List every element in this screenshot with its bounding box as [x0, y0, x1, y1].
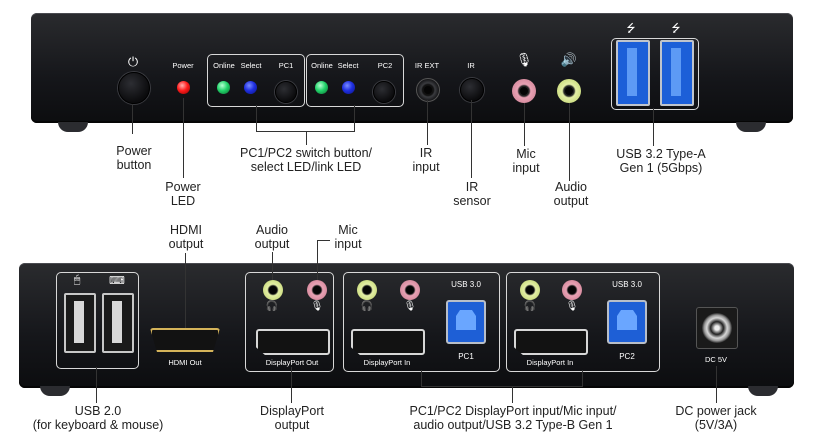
pc1-usb30-label: USB 3.0	[451, 280, 481, 289]
usb32-group	[611, 38, 699, 110]
pc1-label: PC1	[278, 61, 294, 70]
pc1-dp-in-label: DisplayPort In	[363, 358, 411, 367]
power-icon: ⏻	[127, 54, 139, 69]
back-mic-jack[interactable]	[307, 280, 327, 300]
pc1-switch-button[interactable]	[275, 81, 297, 103]
pc2-dp-in-port[interactable]	[514, 329, 588, 355]
dp-out-port[interactable]	[256, 329, 330, 355]
pc2-switch-button[interactable]	[373, 81, 395, 103]
pc2-select-led	[342, 81, 355, 94]
dc-power-jack[interactable]	[696, 307, 738, 349]
dc5v-label: DC 5V	[704, 355, 728, 364]
output-group	[245, 272, 334, 372]
callout-usb20: USB 2.0(for keyboard & mouse)	[32, 404, 164, 432]
front-mic-jack[interactable]	[512, 79, 536, 103]
pc2-back-label: PC2	[619, 352, 635, 361]
pc1-online-label: Online	[213, 61, 235, 70]
back-foot-left	[40, 386, 70, 396]
dp-out-label: DisplayPort Out	[265, 358, 319, 367]
headphone-icon: 🎧	[265, 301, 279, 312]
mic-icon: 🎙	[515, 52, 533, 67]
power-button[interactable]	[118, 72, 150, 104]
power-led-label: Power	[172, 61, 194, 70]
mic-icon: 🎙	[310, 301, 324, 312]
pc1-back-label: PC1	[458, 352, 474, 361]
front-audio-jack[interactable]	[557, 79, 581, 103]
hdmi-out-label: HDMI Out	[168, 358, 202, 367]
speaker-icon: 🔊	[560, 52, 578, 67]
pc2-usbb-port[interactable]	[607, 300, 647, 344]
pc2-mic-jack[interactable]	[562, 280, 582, 300]
pc2-online-label: Online	[311, 61, 333, 70]
pc1-mic-jack[interactable]	[400, 280, 420, 300]
pc1-select-label: Select	[240, 61, 262, 70]
callout-pc-inputs: PC1/PC2 DisplayPort input/Mic input/audi…	[409, 404, 617, 432]
pc2-audio-jack[interactable]	[520, 280, 540, 300]
mic-icon: 🎙	[403, 301, 417, 312]
front-foot-left	[58, 122, 88, 132]
ir-label: IR	[467, 61, 475, 70]
pc1-audio-jack[interactable]	[357, 280, 377, 300]
pc1-usbb-port[interactable]	[446, 300, 486, 344]
pc1-dp-in-port[interactable]	[351, 329, 425, 355]
hdmi-out-port[interactable]	[150, 328, 220, 352]
usb20-port-1[interactable]	[64, 293, 96, 353]
usb20-group	[56, 272, 139, 369]
ir-sensor	[460, 78, 484, 102]
callout-switch: PC1/PC2 switch button/select LED/link LE…	[239, 146, 373, 174]
ir-ext-jack[interactable]	[416, 78, 440, 102]
usb32-port-2[interactable]	[660, 40, 694, 106]
pc1-select-led	[244, 81, 257, 94]
pc1-online-led	[217, 81, 230, 94]
power-led	[177, 81, 190, 94]
headphone-icon: 🎧	[523, 301, 537, 312]
pc2-label: PC2	[377, 61, 393, 70]
usb-icon: ⭍	[671, 23, 681, 35]
usb32-port-1[interactable]	[616, 40, 650, 106]
pc2-input-group	[506, 272, 660, 372]
mouse-icon: 🖱	[73, 274, 81, 286]
mic-icon: 🎙	[565, 301, 579, 312]
headphone-icon: 🎧	[360, 301, 374, 312]
pc2-switch-group	[306, 54, 404, 107]
usb-icon: ⭍	[626, 23, 636, 35]
pc2-online-led	[315, 81, 328, 94]
ir-ext-label: IR EXT	[414, 61, 440, 70]
pc2-select-label: Select	[337, 61, 359, 70]
pc2-usb30-label: USB 3.0	[612, 280, 642, 289]
keyboard-icon: ⌨	[109, 275, 125, 287]
callout-dc-jack: DC power jack(5V/3A)	[675, 404, 757, 432]
back-foot-right	[748, 386, 778, 396]
front-foot-right	[736, 122, 766, 132]
pc2-dp-in-label: DisplayPort In	[526, 358, 574, 367]
usb20-port-2[interactable]	[102, 293, 134, 353]
back-audio-jack[interactable]	[263, 280, 283, 300]
